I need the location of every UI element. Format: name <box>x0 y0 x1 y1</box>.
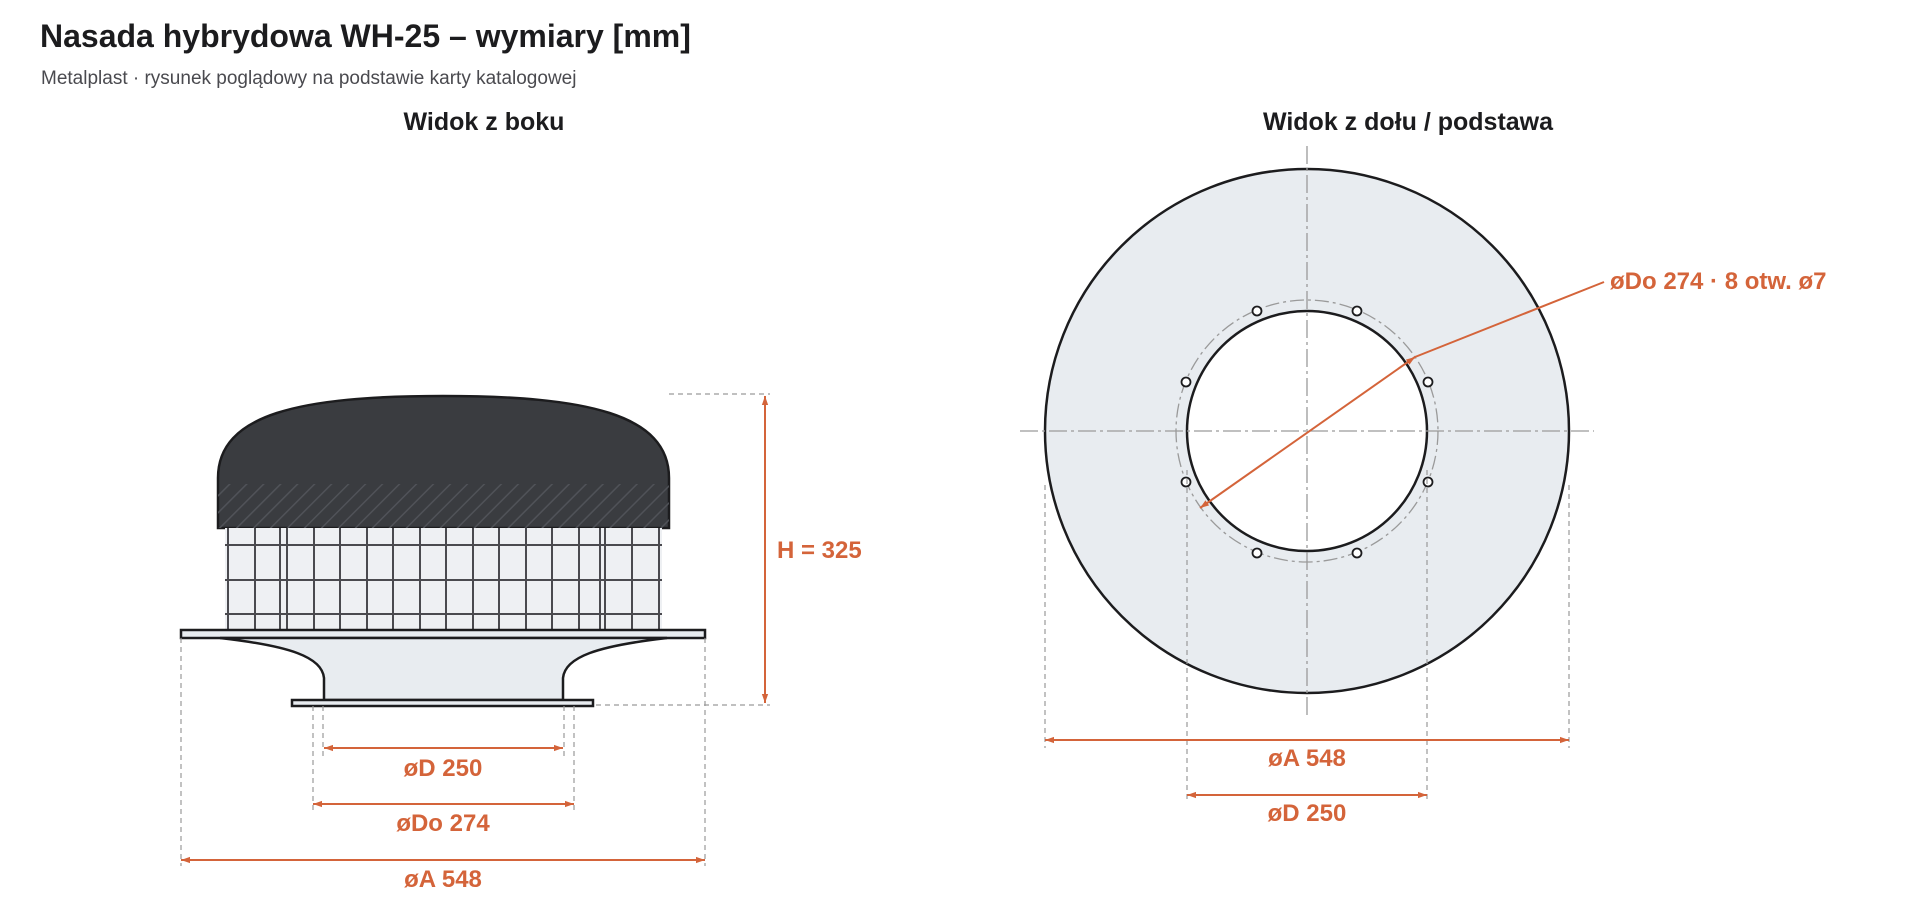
bottom-view: Widok z dołu / podstawa øDo 274 · 8 otw.… <box>1020 108 1826 827</box>
dim-outer-diameter-label: øDo 274 <box>396 810 490 837</box>
bottom-extension-lines <box>1044 470 1570 803</box>
side-view: Widok z boku <box>179 108 862 893</box>
page-title: Nasada hybrydowa WH-25 – wymiary [mm] <box>40 18 691 54</box>
bolt-hole <box>1180 376 1192 388</box>
cap <box>216 394 671 530</box>
bolt-hole <box>1251 547 1263 559</box>
bolt-circle-leader-tail <box>1414 281 1605 358</box>
bolt-hole <box>1351 305 1363 317</box>
bolt-circle-leader-line <box>1199 356 1416 509</box>
bolt-hole <box>1180 476 1192 488</box>
page-subtitle: Metalplast · rysunek poglądowy na podsta… <box>41 68 577 89</box>
mesh-grid <box>225 528 662 630</box>
side-view-title: Widok z boku <box>404 108 565 136</box>
dim-height-label: H = 325 <box>777 537 862 564</box>
bolt-circle-label: øDo 274 · 8 otw. ø7 <box>1610 268 1826 295</box>
dim-base-diameter-label: øA 548 <box>404 866 482 893</box>
cap-hatch <box>218 484 669 528</box>
bolt-hole <box>1422 376 1434 388</box>
bottom-view-title: Widok z dołu / podstawa <box>1263 108 1554 136</box>
bolt-hole <box>1251 305 1263 317</box>
bolt-holes <box>1180 305 1434 559</box>
dim-bottom-inner-diameter-label: øD 250 <box>1268 800 1347 827</box>
bolt-hole <box>1422 476 1434 488</box>
dim-inner-diameter-label: øD 250 <box>404 755 483 782</box>
bottom-flange <box>290 698 595 708</box>
side-extension-lines <box>180 393 770 866</box>
base-funnel <box>219 636 668 702</box>
bolt-hole <box>1351 547 1363 559</box>
dim-bottom-base-diameter-label: øA 548 <box>1268 745 1346 772</box>
